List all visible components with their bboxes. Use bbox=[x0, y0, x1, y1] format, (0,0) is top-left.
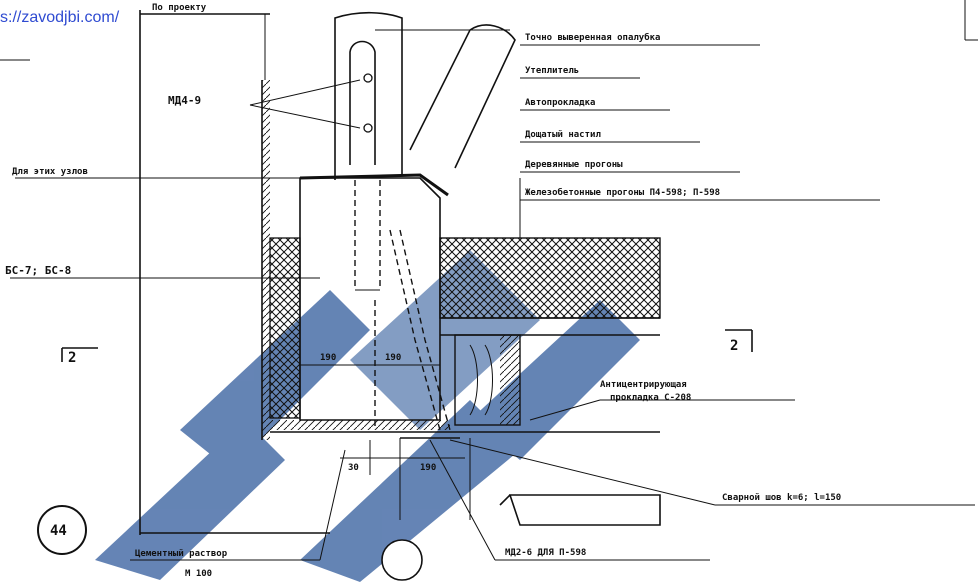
label-md4-9: МД4-9 bbox=[168, 94, 201, 107]
label-dim-c: 30 bbox=[348, 463, 359, 473]
label-right-3: Автопрокладка bbox=[525, 98, 595, 108]
section-marker-right bbox=[725, 329, 753, 352]
label-right-1: Точно выверенная опалубка bbox=[525, 32, 660, 43]
label-cement-1: Цементный раствор bbox=[135, 549, 228, 559]
label-top-left: По проекту bbox=[152, 3, 207, 13]
label-dim-a: 190 bbox=[320, 353, 336, 363]
label-anticentr-1: Антицентрирующая bbox=[600, 380, 687, 390]
leader-lines bbox=[10, 0, 978, 561]
label-dim-b: 190 bbox=[385, 353, 401, 363]
lower-beam bbox=[499, 494, 661, 526]
page-number-circle bbox=[37, 505, 87, 555]
label-dim-d: 190 bbox=[420, 463, 436, 473]
label-right-4: Дощатый настил bbox=[525, 130, 601, 140]
label-section-right: 2 bbox=[730, 338, 738, 354]
label-right-6: Железобетонные прогоны П4-598; П-598 bbox=[525, 187, 720, 198]
wood-prop bbox=[454, 334, 521, 426]
label-gornaya: Для этих узлов bbox=[12, 167, 88, 177]
bottom-circle bbox=[381, 539, 423, 581]
label-anticentr-2: прокладка С-208 bbox=[610, 393, 691, 403]
page-number: 44 bbox=[50, 523, 67, 539]
label-weld: Сварной шов k=6; l=150 bbox=[722, 493, 841, 503]
label-right-2: Утеплитель bbox=[525, 66, 579, 76]
concrete-column bbox=[261, 80, 270, 440]
upper-post bbox=[334, 11, 403, 291]
slanted-beam bbox=[409, 24, 516, 169]
label-cement-2: М 100 bbox=[185, 569, 212, 579]
watermark-url: s://zavodjbi.com/ bbox=[0, 9, 120, 26]
insulation-left bbox=[269, 237, 301, 419]
base-floor bbox=[270, 420, 660, 520]
left-wall-outline bbox=[0, 10, 330, 535]
horizontal-slab bbox=[439, 178, 661, 336]
label-section-left: 2 bbox=[68, 350, 76, 366]
section-marker-left bbox=[61, 347, 98, 362]
label-right-5: Деревянные прогоны bbox=[525, 160, 623, 170]
dimension-lines bbox=[300, 364, 465, 475]
label-md2-6: МД2-6 ДЛЯ П-598 bbox=[505, 548, 586, 558]
label-bs: БС-7; БС-8 bbox=[5, 264, 71, 277]
